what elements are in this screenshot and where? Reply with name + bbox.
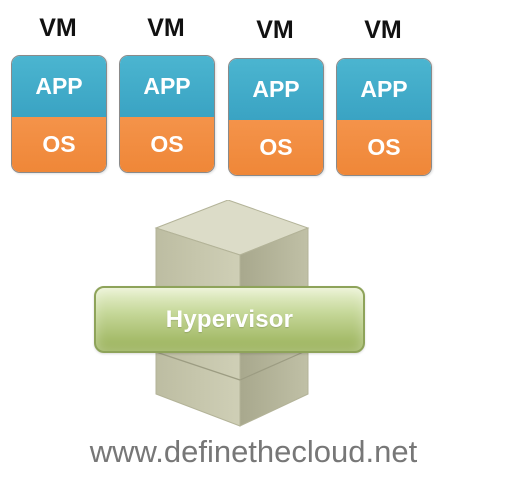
- vm-2-app-layer: APP: [120, 56, 214, 117]
- vm-4-os-layer: OS: [337, 120, 431, 175]
- vm-1-app-layer: APP: [12, 56, 106, 117]
- hypervisor-label: Hypervisor: [165, 305, 294, 333]
- vm-2-title: VM: [147, 14, 185, 42]
- footer-url: www.definethecloud.net: [89, 434, 418, 469]
- vm-3-stack: APP OS: [228, 58, 324, 176]
- vm-1-stack: APP OS: [11, 55, 107, 173]
- vm-4-app-layer: APP: [337, 59, 431, 120]
- vm-4-title: VM: [364, 16, 402, 44]
- hypervisor-bar: Hypervisor: [94, 286, 365, 353]
- vm-3-app-layer: APP: [229, 59, 323, 120]
- vm-3-os-layer: OS: [229, 120, 323, 175]
- vm-3-title: VM: [256, 16, 294, 44]
- vm-1-os-layer: OS: [12, 117, 106, 172]
- vm-2-stack: APP OS: [119, 55, 215, 173]
- vm-4-stack: APP OS: [336, 58, 432, 176]
- vm-2-os-layer: OS: [120, 117, 214, 172]
- vm-1-title: VM: [39, 14, 77, 42]
